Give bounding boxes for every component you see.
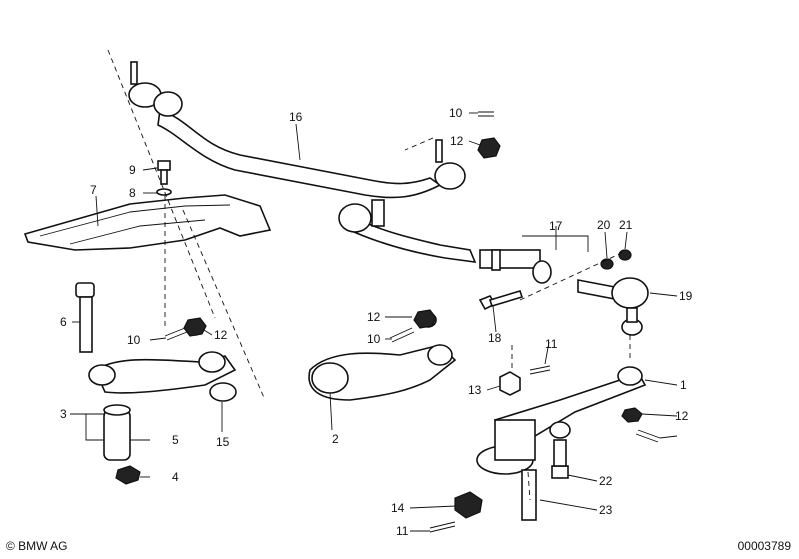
callout-13: 13: [468, 383, 482, 397]
ball-joint: [577, 277, 649, 336]
callout-3: 3: [60, 407, 67, 421]
callout-7: 7: [90, 183, 97, 197]
callout-10-left: 10: [127, 333, 141, 347]
copyright-text: © BMW AG: [6, 539, 68, 553]
tie-rod-assembly: [338, 199, 552, 284]
idler-arm-left: [75, 282, 237, 485]
nut-20-21: [600, 249, 632, 270]
center-tie-rod: [128, 61, 466, 199]
callout-18: 18: [488, 331, 502, 345]
callout-16: 16: [289, 110, 303, 124]
pitman-arm: [308, 312, 457, 401]
alignment-lines: [107, 49, 631, 501]
callout-22: 22: [599, 474, 613, 488]
callout-17: 17: [549, 219, 563, 233]
callout-8: 8: [129, 186, 136, 200]
callout-14: 14: [391, 501, 405, 515]
bolt-18: [478, 290, 524, 311]
callout-1: 1: [680, 378, 687, 392]
callout-12-left: 12: [214, 328, 228, 342]
callout-10-top: 10: [449, 106, 463, 120]
idler-arm-right: [454, 366, 647, 521]
callout-11-top: 11: [545, 337, 558, 351]
callout-5: 5: [172, 433, 179, 447]
diagram-number: 00003789: [737, 539, 791, 553]
callout-12-middle: 12: [367, 310, 381, 324]
splash-shield: [23, 194, 272, 251]
callout-23: 23: [599, 503, 613, 517]
callout-11-bottom: 11: [396, 524, 409, 538]
callout-12-right: 12: [675, 409, 689, 423]
callout-20: 20: [597, 218, 611, 232]
callout-15: 15: [216, 435, 230, 449]
callout-2: 2: [332, 432, 339, 446]
split-pins: [164, 111, 661, 533]
castle-nuts: [183, 137, 501, 337]
leader-lines: [70, 112, 678, 532]
callout-10-middle: 10: [367, 332, 381, 346]
callout-12-top: 12: [450, 134, 464, 148]
bolt-9-washer-8: [156, 160, 172, 196]
callout-6: 6: [60, 315, 67, 329]
callout-19: 19: [679, 289, 693, 303]
callout-labels: 1 2 3 4 5 6 7 8 9 10 10 10 11 11 12 12 1…: [60, 106, 693, 538]
callout-4: 4: [172, 470, 179, 484]
callout-9: 9: [129, 163, 136, 177]
callout-21: 21: [619, 218, 633, 232]
